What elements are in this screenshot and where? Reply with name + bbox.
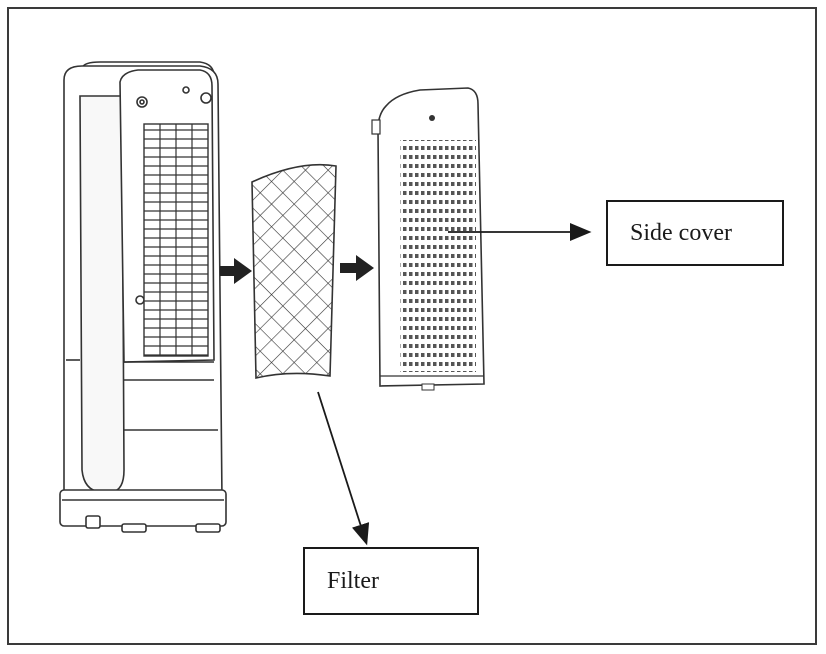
tower-grille bbox=[143, 123, 209, 357]
arrow-tower-to-filter bbox=[220, 258, 252, 284]
side-cover-label: Side cover bbox=[630, 219, 732, 246]
filter-panel bbox=[251, 163, 337, 380]
side-cover-label-box: Side cover bbox=[606, 200, 784, 266]
assembly-arrows bbox=[220, 255, 374, 284]
arrow-filter-to-cover bbox=[340, 255, 374, 281]
filter-label: Filter bbox=[327, 567, 379, 594]
filter-callout-line bbox=[317, 391, 370, 546]
filter-label-box: Filter bbox=[303, 547, 479, 615]
side-cover-panel bbox=[371, 87, 485, 391]
